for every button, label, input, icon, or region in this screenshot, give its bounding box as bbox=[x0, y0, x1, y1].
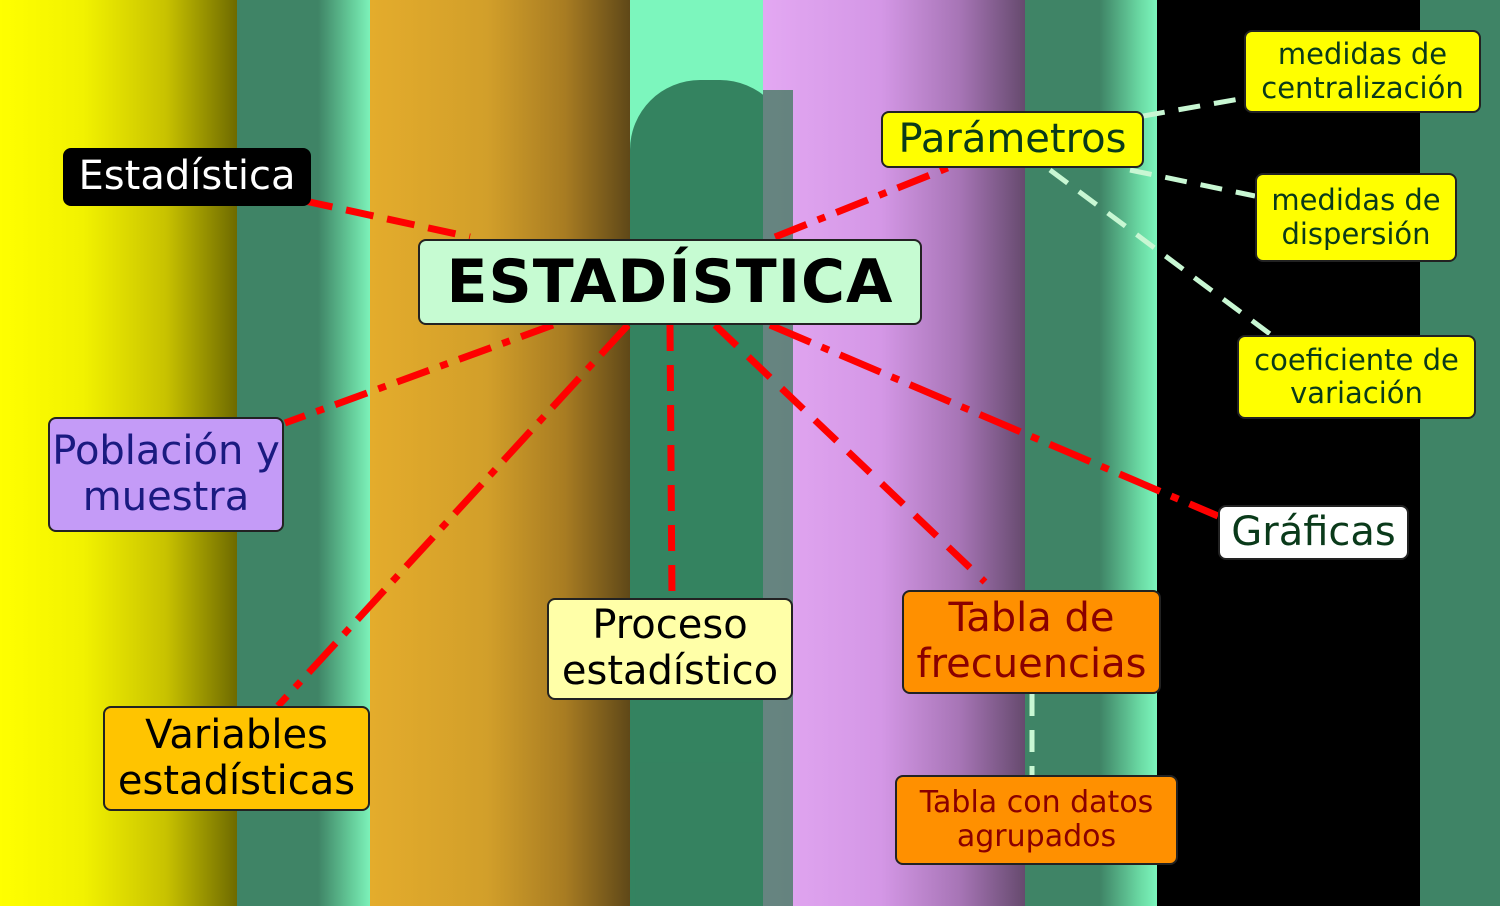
node-tabla-datos-agrupados: Tabla con datos agrupados bbox=[895, 775, 1178, 865]
node-variables-estadisticas: Variables estadísticas bbox=[103, 706, 370, 811]
node-graficas-label: Gráficas bbox=[1231, 508, 1396, 555]
node-dispersion-label: medidas de dispersión bbox=[1271, 183, 1441, 251]
stripe-shadow-edge bbox=[763, 90, 793, 906]
link-variacion bbox=[1048, 167, 1272, 337]
node-poblacion-label: Población y muestra bbox=[52, 427, 280, 520]
node-tabla-agrupados-label: Tabla con datos agrupados bbox=[919, 784, 1154, 854]
node-coeficiente-variacion: coeficiente de variación bbox=[1237, 335, 1476, 419]
node-proceso-label: Proceso estadístico bbox=[561, 602, 779, 694]
node-graficas: Gráficas bbox=[1218, 505, 1409, 560]
node-tabla-frecuencias-label: Tabla de frecuencias bbox=[916, 595, 1147, 687]
node-poblacion-muestra: Población y muestra bbox=[48, 417, 284, 532]
central-node-label: ESTADÍSTICA bbox=[446, 246, 894, 317]
link-estadistica bbox=[304, 197, 471, 241]
link-graficas bbox=[768, 321, 1220, 520]
node-estadistica-label: Estadística bbox=[78, 153, 296, 200]
link-centralizacion bbox=[1142, 95, 1246, 119]
link-proceso bbox=[666, 324, 676, 601]
link-poblacion bbox=[283, 321, 555, 427]
stripe-green-3 bbox=[1420, 0, 1500, 906]
node-tabla-frecuencias: Tabla de frecuencias bbox=[902, 590, 1161, 694]
node-proceso-estadistico: Proceso estadístico bbox=[547, 598, 793, 700]
link-variables bbox=[275, 322, 631, 709]
link-tabla-frecuencias bbox=[712, 322, 988, 585]
node-variacion-label: coeficiente de variación bbox=[1254, 342, 1459, 410]
node-centralizacion-label: medidas de centralización bbox=[1261, 37, 1464, 105]
node-estadistica: Estadística bbox=[63, 148, 311, 206]
node-medidas-centralizacion: medidas de centralización bbox=[1244, 30, 1481, 113]
central-node-estadistica: ESTADÍSTICA bbox=[418, 239, 922, 325]
node-parametros-label: Parámetros bbox=[898, 115, 1127, 162]
stripe-black bbox=[1157, 0, 1420, 906]
link-parametros bbox=[773, 163, 952, 241]
node-medidas-dispersion: medidas de dispersión bbox=[1255, 173, 1457, 262]
node-variables-label: Variables estadísticas bbox=[117, 711, 356, 804]
stripe-orange bbox=[370, 0, 630, 906]
node-parametros: Parámetros bbox=[881, 111, 1144, 168]
link-dispersion bbox=[1129, 167, 1256, 199]
